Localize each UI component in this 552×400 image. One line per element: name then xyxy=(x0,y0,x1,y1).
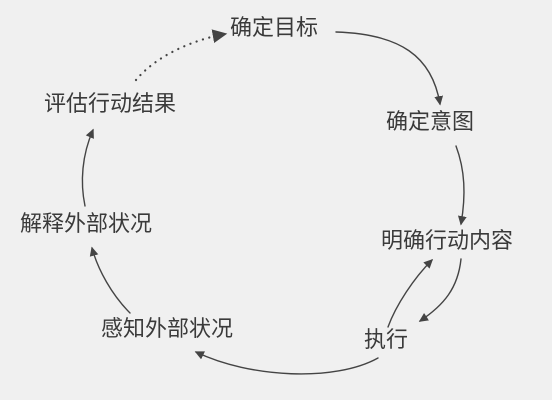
stage-execute: 执行 xyxy=(364,328,409,353)
stage-evaluate: 评估行动结果 xyxy=(44,92,177,117)
stage-interpret: 解释外部状况 xyxy=(20,212,153,237)
arrow-execute-to-perceive xyxy=(194,351,379,375)
arrow-intention-to-action-plan xyxy=(455,145,467,226)
arrow-perceive-to-interpret xyxy=(89,246,131,314)
stage-goal: 确定目标 xyxy=(230,16,319,41)
arrow-execute-to-action-plan xyxy=(387,258,434,328)
stage-action-plan: 明确行动内容 xyxy=(381,229,514,254)
stage-intention: 确定意图 xyxy=(386,110,475,135)
arrow-goal-to-intention xyxy=(335,31,444,106)
stage-perceive: 感知外部状况 xyxy=(101,317,234,342)
arrow-action-plan-to-execute xyxy=(418,258,462,322)
arrow-interpret-to-evaluate xyxy=(81,128,94,207)
arrow-evaluate-to-goal xyxy=(134,29,228,82)
